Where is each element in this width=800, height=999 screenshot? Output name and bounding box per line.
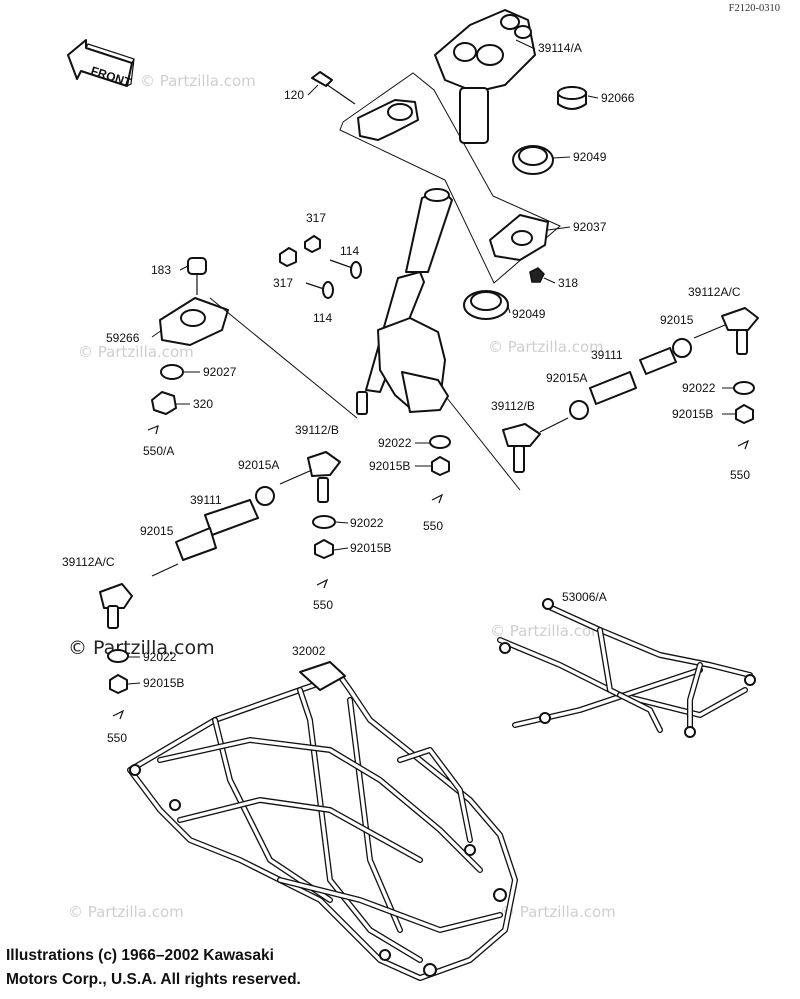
- part-label: 317: [273, 276, 293, 290]
- watermark: © Partzilla.com: [140, 72, 256, 90]
- part-labels: 39114/A 120 92066 92049 92037 317 114 18…: [62, 41, 750, 745]
- part-label: 39114/A: [538, 41, 582, 55]
- front-arrow-icon: FRONT: [67, 39, 135, 90]
- part-label: 39111: [190, 493, 222, 507]
- leader-lines: [127, 39, 736, 685]
- part-label: 183: [151, 263, 171, 277]
- figure-code: F2120-0310: [728, 3, 780, 14]
- part-label: 39112A/C: [62, 555, 115, 569]
- part-label: 92015: [660, 313, 694, 327]
- part-label: 32002: [292, 644, 326, 658]
- part-label: 114: [340, 244, 359, 258]
- part-label: 92022: [682, 381, 716, 395]
- part-label: 92022: [378, 436, 412, 450]
- part-label: 59266: [106, 331, 140, 345]
- part-label: 92015A: [546, 371, 587, 385]
- copyright-line-2: Motors Corp., U.S.A. All rights reserved…: [6, 971, 301, 988]
- part-label: 92027: [203, 365, 237, 379]
- part-label: 320: [193, 397, 213, 411]
- part-label: 92015B: [672, 407, 713, 421]
- watermarks: © Partzilla.com © Partzilla.com © Partzi…: [68, 72, 616, 921]
- part-label: 114: [313, 311, 332, 325]
- part-label: 318: [558, 276, 578, 290]
- part-label: 39112/B: [491, 399, 535, 413]
- part-label: 53006/A: [562, 590, 607, 604]
- part-label: 92015B: [350, 541, 391, 555]
- watermark-main: © Partzilla.com: [68, 637, 215, 659]
- watermark: © Partzilla.com: [500, 903, 616, 921]
- part-label: 92066: [601, 91, 635, 105]
- watermark: © Partzilla.com: [68, 903, 184, 921]
- part-label: 550: [313, 598, 333, 612]
- part-label: 550: [423, 519, 443, 533]
- watermark: © Partzilla.com: [490, 622, 606, 640]
- tie-rod-right: [429, 307, 759, 504]
- part-label: 92015B: [369, 459, 410, 473]
- copyright-line-1: Illustrations (c) 1966–2002 Kawasaki: [6, 947, 274, 964]
- bearing-holder-left: [147, 257, 229, 435]
- steering-stem-assembly: [279, 9, 587, 415]
- part-label: 550: [730, 468, 750, 482]
- part-label: 39112/B: [295, 423, 339, 437]
- part-label: 92015A: [238, 458, 279, 472]
- main-frame: [127, 661, 518, 981]
- part-label: 92022: [350, 516, 384, 530]
- copyright-notice: Illustrations (c) 1966–2002 Kawasaki Mot…: [6, 944, 301, 992]
- part-label: 39111: [591, 348, 623, 362]
- part-label: 120: [284, 88, 304, 102]
- part-label: 92015B: [143, 676, 184, 690]
- part-label: 39112A/C: [688, 285, 741, 299]
- part-label: 92022: [143, 650, 177, 664]
- part-label: 550: [107, 731, 127, 745]
- part-label: 92049: [512, 307, 546, 321]
- part-label: 550/A: [143, 444, 174, 458]
- part-label: 92037: [573, 220, 607, 234]
- sub-frame: [497, 598, 756, 738]
- tie-rod-left: [99, 297, 358, 720]
- part-label: 317: [306, 211, 326, 225]
- watermark: © Partzilla.com: [78, 343, 194, 361]
- watermark: © Partzilla.com: [488, 338, 604, 356]
- part-label: 92049: [573, 150, 607, 164]
- part-label: 92015: [140, 524, 174, 538]
